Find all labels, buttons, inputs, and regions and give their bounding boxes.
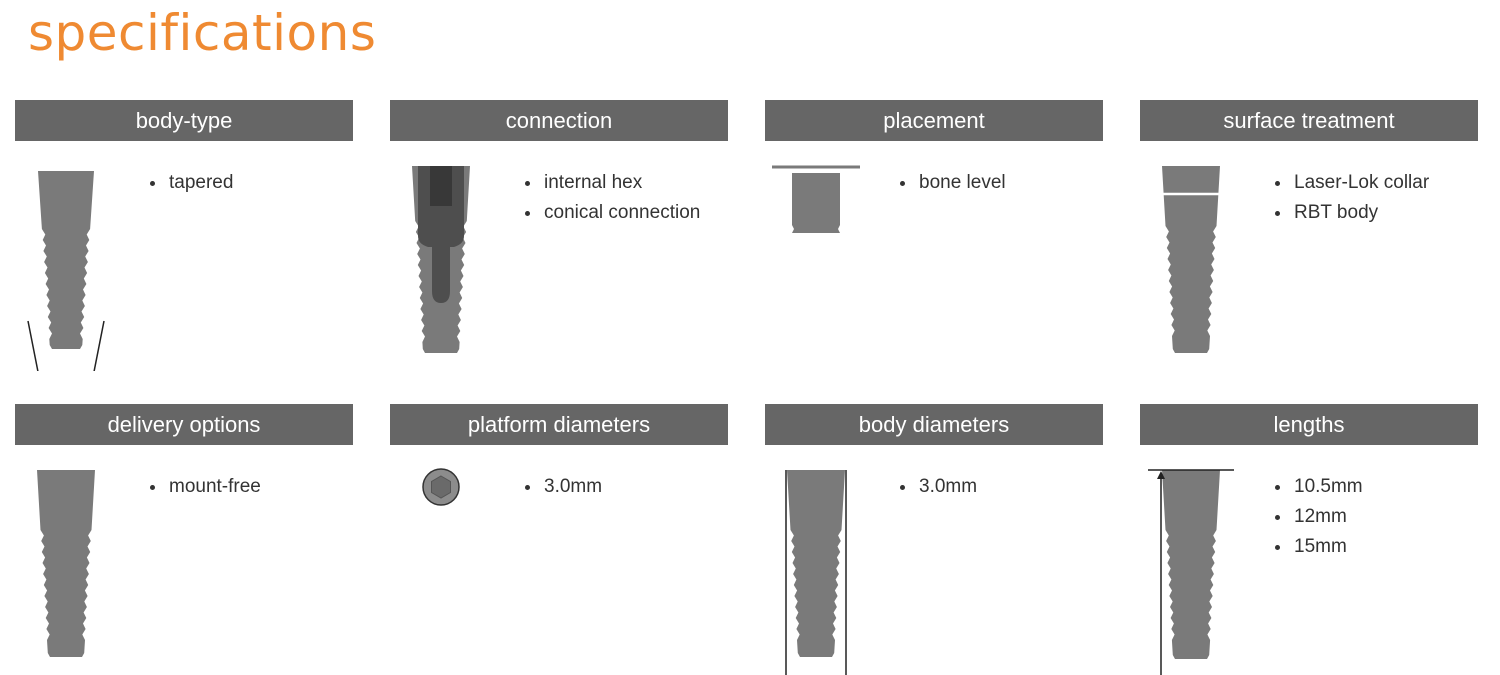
card-body: mount-free — [15, 445, 353, 675]
spec-card-connection: connection internal hex conical connecti… — [390, 100, 728, 371]
list-item: conical connection — [542, 198, 700, 228]
spec-card-platform-diameters: platform diameters 3.0mm — [390, 404, 728, 675]
spec-card-delivery-options: delivery options mount-free — [15, 404, 353, 675]
list-item: RBT body — [1292, 198, 1429, 228]
card-body: Laser-Lok collar RBT body — [1140, 141, 1478, 371]
spec-list: 10.5mm 12mm 15mm — [1268, 472, 1363, 562]
list-item: mount-free — [167, 472, 261, 502]
list-item: 15mm — [1292, 532, 1363, 562]
card-body: tapered — [15, 141, 353, 371]
card-header: lengths — [1140, 404, 1478, 445]
bone-level-implant-icon — [772, 165, 860, 233]
body-diameter-implant-icon — [785, 470, 847, 675]
hex-platform-icon — [422, 468, 460, 506]
card-header: platform diameters — [390, 404, 728, 445]
spec-card-lengths: lengths 10.5mm 12mm 15mm — [1140, 404, 1478, 675]
spec-list: 3.0mm — [518, 472, 602, 502]
spec-list: tapered — [143, 168, 233, 198]
spec-card-body-diameters: body diameters 3.0mm — [765, 404, 1103, 675]
list-item: internal hex — [542, 168, 700, 198]
list-item: 10.5mm — [1292, 472, 1363, 502]
internal-hex-implant-icon — [412, 166, 470, 353]
list-item: 3.0mm — [917, 472, 977, 502]
list-item: bone level — [917, 168, 1006, 198]
spec-list: mount-free — [143, 472, 261, 502]
spec-list: 3.0mm — [893, 472, 977, 502]
card-header: delivery options — [15, 404, 353, 445]
length-implant-icon — [1148, 469, 1234, 675]
list-item: 3.0mm — [542, 472, 602, 502]
spec-list: internal hex conical connection — [518, 168, 700, 228]
tapered-implant-icon — [27, 171, 105, 371]
card-header: connection — [390, 100, 728, 141]
card-body: bone level — [765, 141, 1103, 371]
list-item: tapered — [167, 168, 233, 198]
spec-list: Laser-Lok collar RBT body — [1268, 168, 1429, 228]
card-header: surface treatment — [1140, 100, 1478, 141]
spec-card-surface-treatment: surface treatment Laser-Lok collar RBT b… — [1140, 100, 1478, 371]
spec-card-placement: placement bone level — [765, 100, 1103, 371]
list-item: 12mm — [1292, 502, 1363, 532]
card-header: placement — [765, 100, 1103, 141]
card-body: 3.0mm — [390, 445, 728, 675]
page-title: specifications — [28, 4, 377, 62]
card-body: 10.5mm 12mm 15mm — [1140, 445, 1478, 675]
card-header: body-type — [15, 100, 353, 141]
spec-list: bone level — [893, 168, 1006, 198]
spec-card-body-type: body-type tapered — [15, 100, 353, 371]
mount-free-implant-icon — [37, 470, 95, 657]
card-body: 3.0mm — [765, 445, 1103, 675]
card-header: body diameters — [765, 404, 1103, 445]
list-item: Laser-Lok collar — [1292, 168, 1429, 198]
card-body: internal hex conical connection — [390, 141, 728, 371]
laser-lok-implant-icon — [1160, 166, 1222, 353]
